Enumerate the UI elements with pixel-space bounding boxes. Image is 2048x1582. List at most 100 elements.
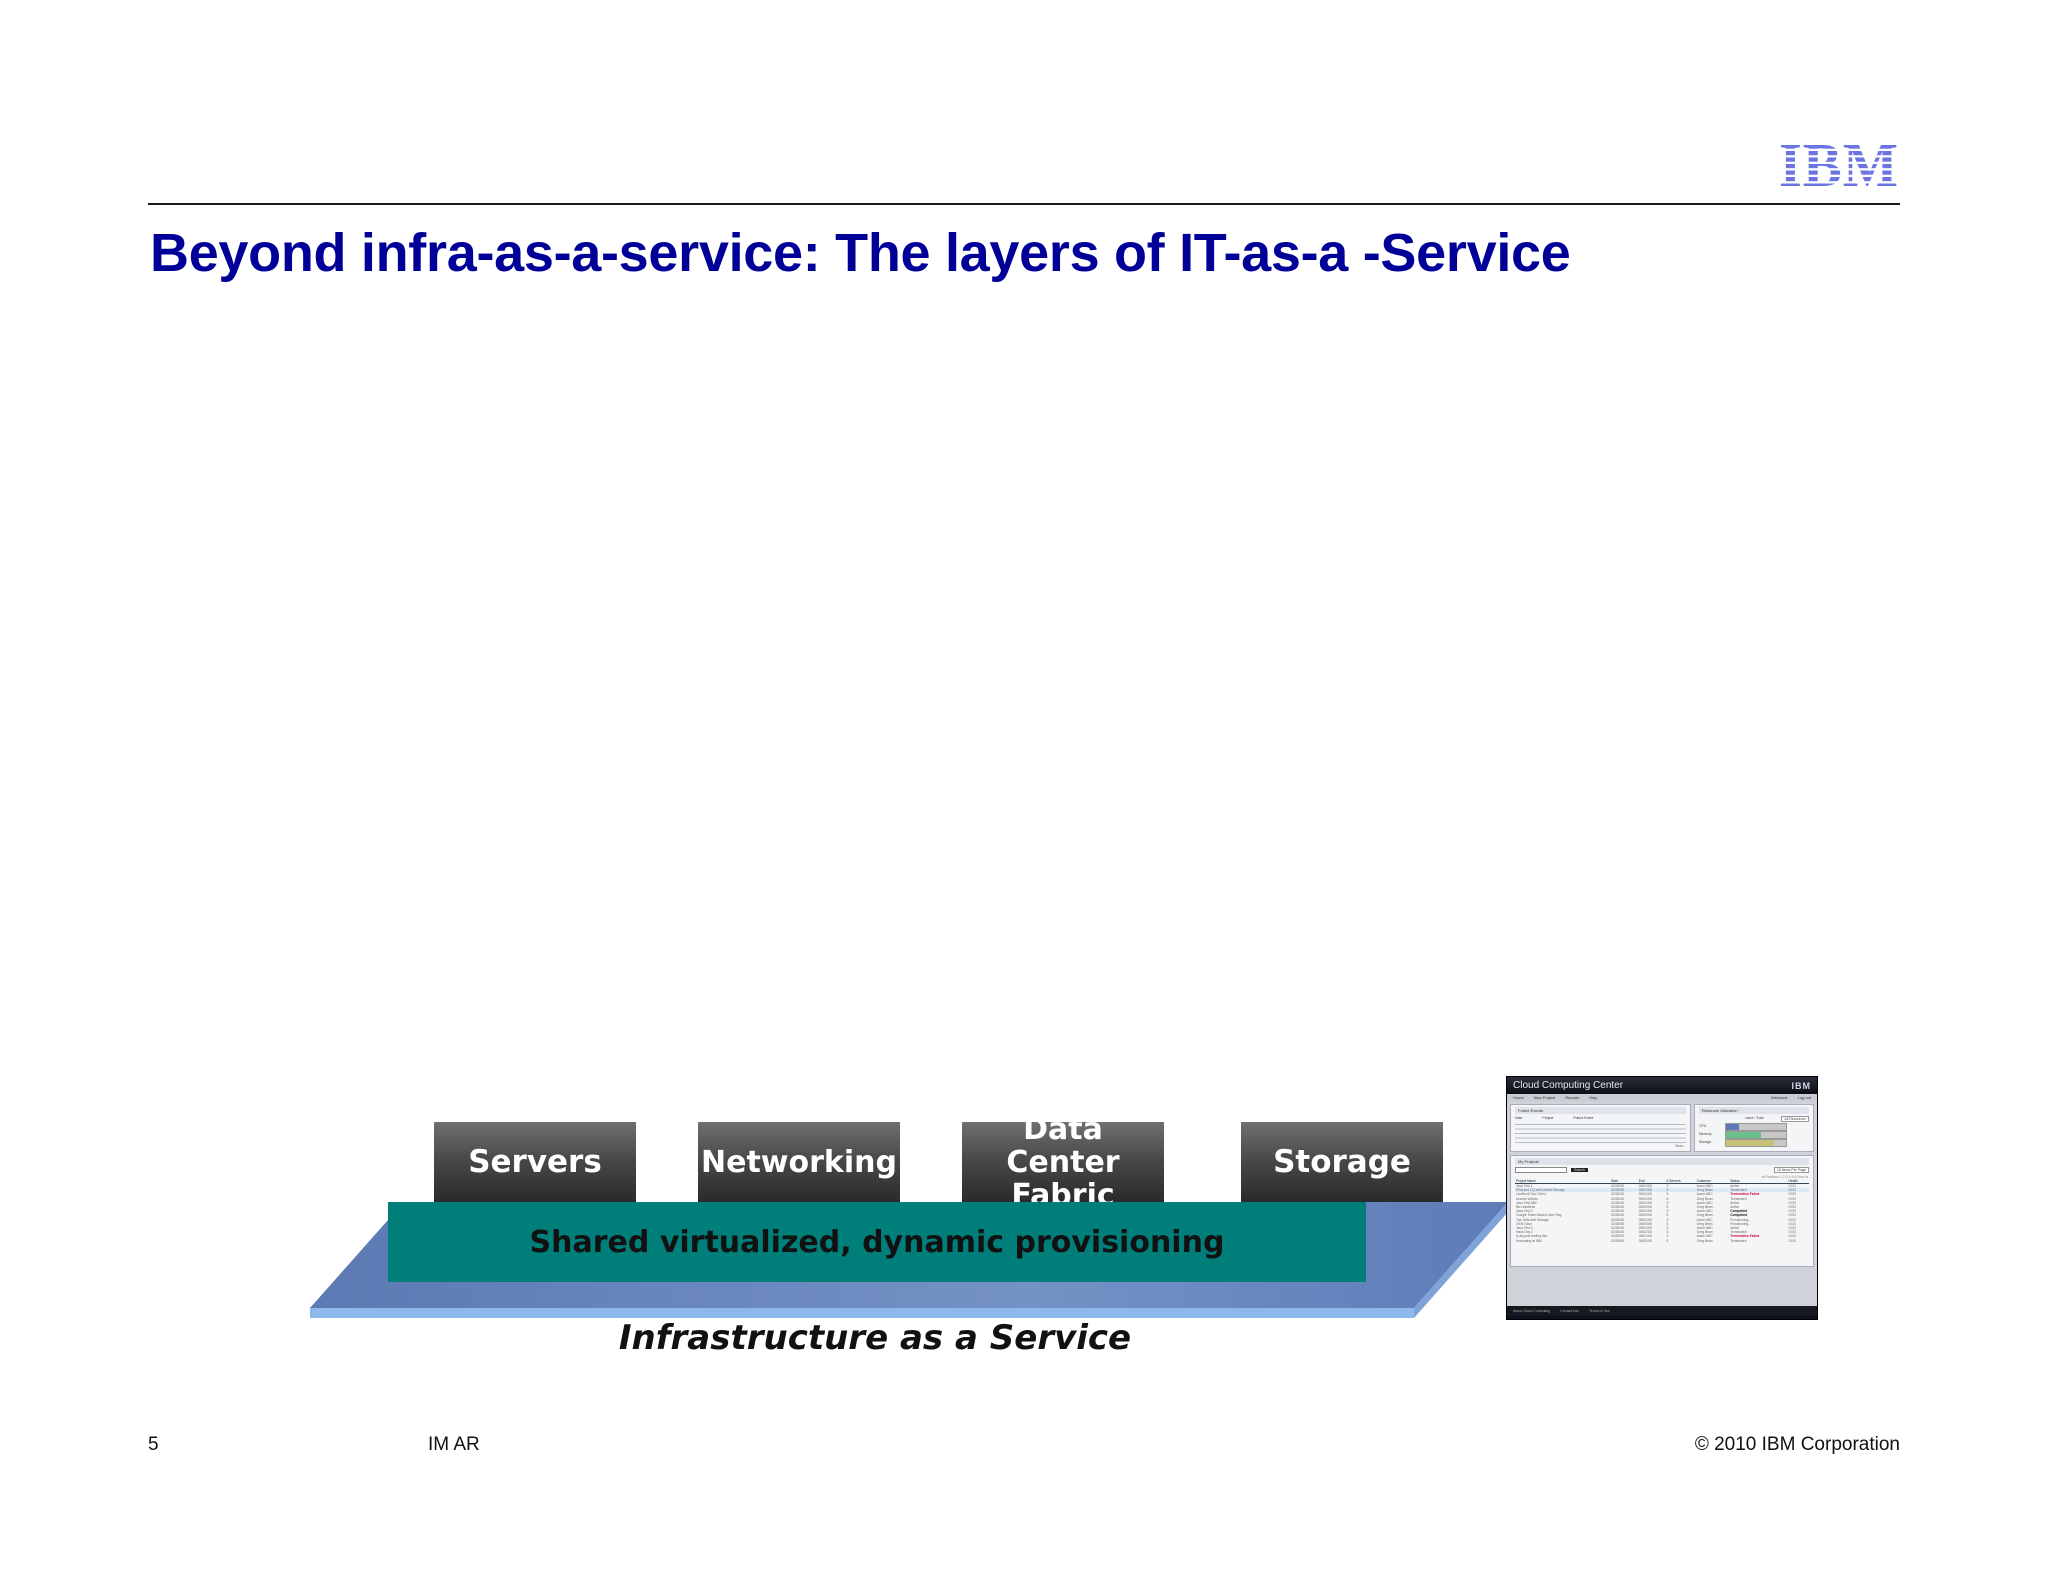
ibm-logo: IBM	[1778, 132, 1900, 200]
welcome-text: Welcome	[1771, 1095, 1788, 1100]
pagination: ◄ Previous 1 2 3 4 5 6 Next ►	[1760, 1175, 1809, 1179]
svg-text:IBM: IBM	[1779, 138, 1899, 190]
cell-customer: Greg Bean	[1696, 1221, 1713, 1226]
resource-filter-select: All Resources	[1781, 1116, 1809, 1122]
cell-start: 02/28/08	[1610, 1196, 1624, 1201]
cell-servers: 5	[1666, 1196, 1669, 1201]
cell-status: Active	[1730, 1205, 1740, 1210]
app-menu: Home New Project Reports Help Welcome Lo…	[1507, 1094, 1817, 1101]
provisioning-layer: Shared virtualized, dynamic provisioning	[388, 1202, 1366, 1282]
storage-block: Storage	[1241, 1122, 1443, 1202]
cell-name: LiveBook Dev Client	[1516, 1192, 1546, 1197]
storage-bar	[1725, 1139, 1787, 1147]
cell-start: 02/28/08	[1610, 1234, 1624, 1239]
cell-servers: 5	[1666, 1221, 1669, 1226]
resource-title: Resource Utilization	[1699, 1107, 1809, 1114]
cell-start: 02/28/08	[1610, 1200, 1624, 1205]
menu-new-project: New Project	[1533, 1095, 1556, 1100]
future-events-title: Future Events	[1515, 1107, 1686, 1114]
memory-label: Memory	[1699, 1132, 1712, 1136]
cell-customer: Greg Bean	[1696, 1196, 1713, 1201]
ibm-logo-icon: IBM	[1779, 132, 1899, 200]
cell-name: Bio residents	[1516, 1205, 1536, 1210]
th-start: Start	[1609, 1179, 1638, 1184]
th-project-name: Project Name	[1515, 1179, 1610, 1184]
cell-customer: Greg Bean	[1696, 1230, 1713, 1235]
cell-health: OOO	[1788, 1234, 1797, 1239]
col-project: Project	[1542, 1116, 1554, 1120]
cell-name: Java Test ABC	[1516, 1200, 1538, 1205]
th-health: Health	[1787, 1179, 1809, 1184]
cell-servers: 3	[1666, 1234, 1669, 1239]
cell-customer: Acme ABC	[1696, 1200, 1713, 1205]
cell-end: 05/03/08	[1638, 1238, 1652, 1243]
cell-health: OOO	[1788, 1238, 1797, 1243]
menu-help: Help	[1589, 1095, 1598, 1100]
cell-end: 05/02/08	[1638, 1196, 1652, 1201]
cell-health: OOO	[1788, 1192, 1797, 1197]
cell-end: 05/01/08	[1638, 1234, 1652, 1239]
memory-bar	[1725, 1131, 1787, 1139]
cpu-label: CPU	[1699, 1124, 1707, 1128]
cell-name: Innovating at IBM	[1516, 1238, 1542, 1243]
cell-status: Provisioning...	[1730, 1217, 1751, 1222]
cell-servers: 3	[1666, 1200, 1669, 1205]
cell-name: Is anyone testing this	[1516, 1234, 1547, 1239]
networking-block: Networking	[698, 1122, 900, 1202]
cell-start: 02/28/08	[1610, 1217, 1624, 1222]
cell-start: 02/28/08	[1610, 1230, 1624, 1235]
cell-customer: Greg Bean	[1696, 1238, 1713, 1243]
cell-status: Active	[1730, 1184, 1740, 1188]
storage-label: Storage	[1699, 1140, 1712, 1144]
cell-servers: 3	[1666, 1209, 1669, 1214]
cell-servers: 5	[1666, 1213, 1669, 1218]
cell-status: Termination Failed	[1730, 1234, 1760, 1239]
th-end: End	[1637, 1179, 1666, 1184]
cell-customer: Greg Bean	[1696, 1213, 1713, 1218]
th-servers: # Servers	[1665, 1179, 1696, 1184]
cell-start: 02/28/08	[1610, 1184, 1624, 1188]
th-status: Status	[1729, 1179, 1788, 1184]
cell-start: 02/28/08	[1610, 1221, 1624, 1226]
cpu-bar	[1725, 1123, 1787, 1131]
footer-label: IM AR	[428, 1434, 480, 1455]
cell-customer: Acme ABC	[1696, 1217, 1713, 1222]
cell-health: OOO	[1787, 1188, 1809, 1193]
cell-customer: Greg Bean	[1696, 1205, 1713, 1210]
app-title: Cloud Computing Center	[1513, 1080, 1624, 1091]
cell-end: 05/02/08	[1638, 1205, 1652, 1210]
cell-status: Active	[1730, 1200, 1740, 1205]
cell-end: 05/01/08	[1638, 1184, 1652, 1188]
cell-customer: Acme ABC	[1696, 1209, 1713, 1214]
cell-customer: Acme ABC	[1696, 1234, 1713, 1239]
cell-status: Provisioning...	[1730, 1221, 1751, 1226]
cell-servers: 5	[1665, 1188, 1696, 1193]
cell-name: Access Worlds	[1516, 1196, 1538, 1201]
app-body: Future Events Date Project Future Event …	[1507, 1101, 1817, 1306]
cell-servers: 5	[1666, 1205, 1669, 1210]
cell-end: 05/01/08	[1638, 1209, 1652, 1214]
cell-health: OOO	[1788, 1205, 1797, 1210]
cell-end: 05/03/08	[1638, 1213, 1652, 1218]
cell-health: OOO	[1788, 1209, 1797, 1214]
cell-servers: 3	[1666, 1226, 1669, 1231]
per-page-select: 15 Items Per Page	[1774, 1167, 1809, 1173]
cell-customer: Greg Bean	[1695, 1188, 1730, 1193]
cell-start: 02/28/08	[1610, 1213, 1624, 1218]
cell-status: Completed	[1730, 1213, 1748, 1218]
resource-utilization-panel: Resource Utilization Used / Total CPU Me…	[1694, 1104, 1814, 1152]
slide-title: Beyond infra-as-a-service: The layers of…	[150, 223, 1571, 283]
footer-about: About Cloud Computing	[1513, 1309, 1551, 1313]
cell-end: 05/02/08	[1638, 1230, 1652, 1235]
cell-name: Java Test 3	[1516, 1226, 1533, 1231]
footer-terms: Terms of Use	[1589, 1309, 1610, 1313]
cell-health: OOO	[1788, 1226, 1797, 1231]
cell-status: Terminated	[1730, 1196, 1747, 1201]
